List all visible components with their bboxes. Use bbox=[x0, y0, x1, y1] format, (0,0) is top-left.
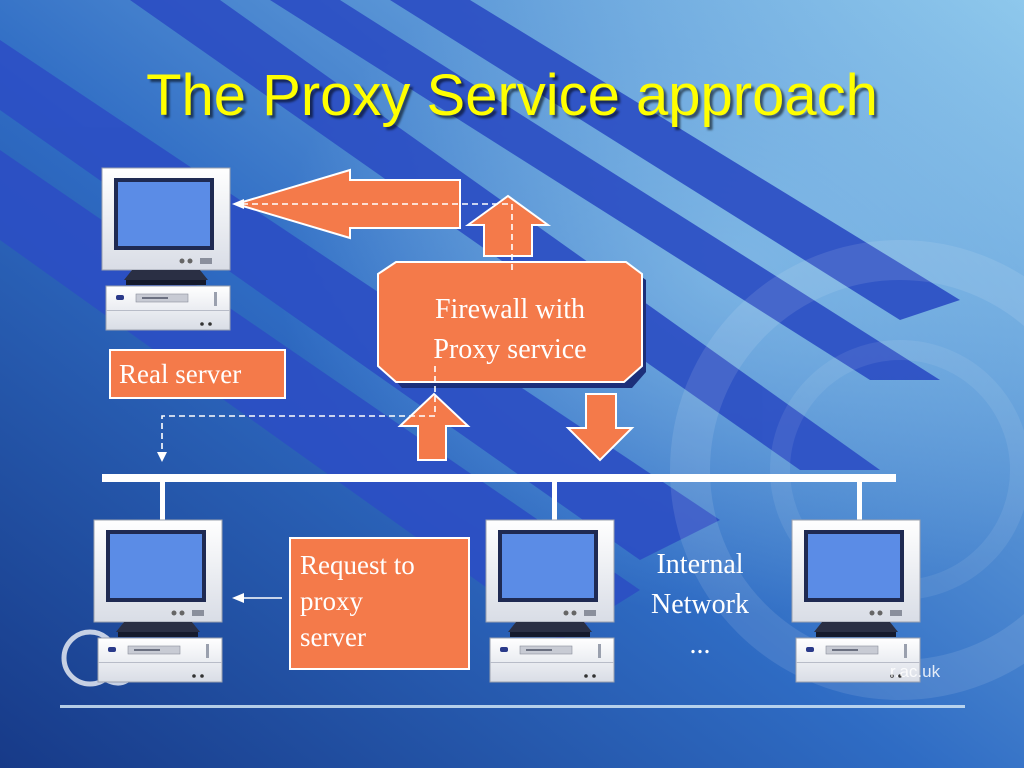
bus-drop-2 bbox=[552, 482, 557, 520]
network-bus bbox=[102, 474, 896, 482]
firewall-label-line1: Firewall with bbox=[434, 294, 586, 325]
request-label-line2: proxy bbox=[300, 586, 363, 616]
arrow-down bbox=[565, 393, 635, 462]
bus-drop-1 bbox=[160, 482, 165, 520]
arrowhead-real-server bbox=[232, 199, 244, 209]
internal-network-line2: Network bbox=[651, 589, 749, 620]
computer-icon bbox=[101, 167, 231, 331]
arrow-up-top bbox=[464, 194, 552, 257]
bus-drop-3 bbox=[857, 482, 862, 520]
firewall-box bbox=[377, 261, 646, 388]
footer-divider bbox=[60, 705, 965, 708]
firewall-label: Firewall with Proxy service bbox=[400, 290, 620, 370]
request-label-line3: server bbox=[300, 622, 366, 652]
slide-title: The Proxy Service approach bbox=[146, 63, 878, 128]
internal-network-line3: ... bbox=[689, 629, 711, 660]
computer-icon bbox=[93, 519, 223, 683]
internal-network-line1: Internal bbox=[656, 549, 744, 580]
internal-network-label: Internal Network ... bbox=[630, 545, 770, 665]
request-label-line1: Request to bbox=[300, 550, 415, 580]
dashed-connectors bbox=[161, 203, 513, 456]
computer-icon bbox=[485, 519, 615, 683]
computer-icon bbox=[791, 519, 921, 683]
footer-domain: r.ac.uk bbox=[890, 662, 941, 681]
arrow-up-bottom bbox=[397, 392, 471, 461]
request-arrowhead bbox=[232, 593, 244, 603]
request-label: Request to proxy server bbox=[289, 537, 470, 670]
arrowhead-down-left bbox=[157, 452, 167, 462]
real-server-label: Real server bbox=[109, 349, 286, 399]
firewall-label-line2: Proxy service bbox=[433, 334, 587, 365]
